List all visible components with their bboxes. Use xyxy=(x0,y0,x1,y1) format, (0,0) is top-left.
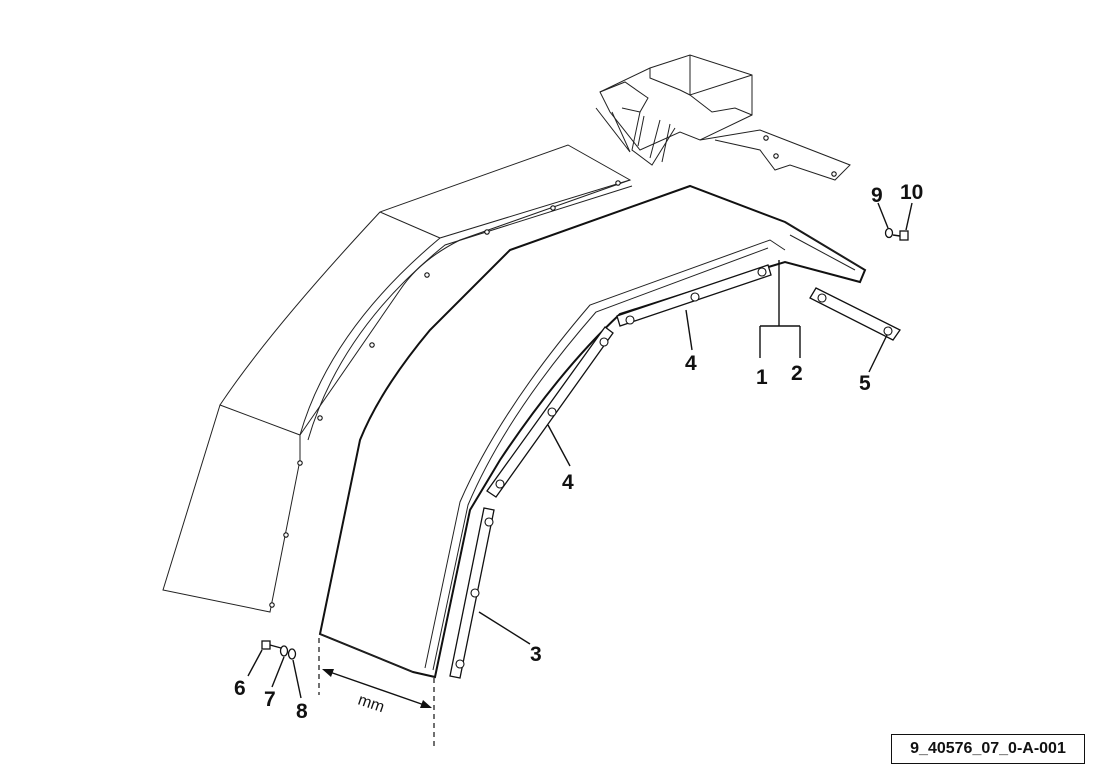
leader-lines xyxy=(247,202,913,699)
callout-4-upper: 4 xyxy=(685,352,697,375)
callout-4-middle: 4 xyxy=(562,471,574,494)
callout-10: 10 xyxy=(900,181,923,204)
callout-8: 8 xyxy=(296,700,308,723)
reference-code: 9_40576_07_0-A-001 xyxy=(910,740,1066,757)
dimension-marker xyxy=(318,638,435,748)
callout-3: 3 xyxy=(530,643,542,666)
front-fender xyxy=(318,184,867,679)
callout-6: 6 xyxy=(234,677,246,700)
mounting-strips xyxy=(449,264,901,679)
rear-fender xyxy=(162,144,633,613)
hardware xyxy=(261,227,909,660)
callout-1: 1 xyxy=(756,366,768,389)
callout-7: 7 xyxy=(264,688,276,711)
dimension-label: mm xyxy=(356,692,387,717)
callout-2: 2 xyxy=(791,362,803,385)
reference-code-box: 9_40576_07_0-A-001 xyxy=(891,734,1085,764)
callout-9: 9 xyxy=(871,184,883,207)
mounting-bracket xyxy=(595,54,851,181)
callout-5: 5 xyxy=(859,372,871,395)
